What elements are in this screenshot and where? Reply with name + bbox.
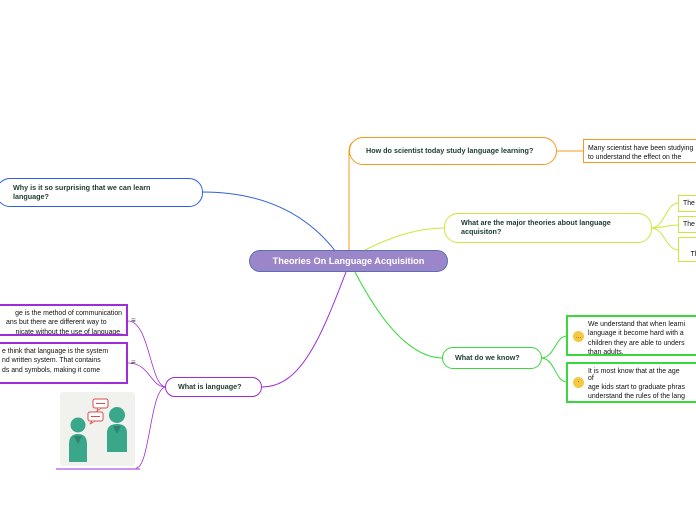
- connector-theories: [364, 227, 446, 251]
- connector-know-2: [540, 357, 568, 383]
- theories-child-label: The the: [683, 251, 696, 261]
- topic-study[interactable]: How do scientist today study language le…: [349, 137, 557, 165]
- connector-know-1: [540, 335, 568, 359]
- theories-child-label: The: [683, 221, 695, 228]
- language-note-2[interactable]: e think that language is the system nd w…: [0, 342, 128, 384]
- connector-language-note2: [127, 362, 167, 388]
- connector-language-image: [135, 386, 167, 469]
- language-note-line: ans but there are different way to: [6, 319, 107, 327]
- topic-know[interactable]: What do we know?: [442, 347, 542, 369]
- know-child-line: than adults.: [588, 348, 624, 356]
- theories-child-3[interactable]: The the: [678, 237, 696, 262]
- know-child-line: children they are able to unders: [588, 339, 685, 347]
- know-child-line: We understand that when learni: [588, 321, 686, 328]
- theories-child-2[interactable]: The: [678, 216, 696, 233]
- thinking-face-icon: …: [573, 331, 584, 342]
- language-note-line: ge is the method of communication: [15, 310, 122, 317]
- study-note-line: to understand the effect on the: [588, 154, 682, 162]
- topic-theories-label: What are the major theories about langua…: [461, 218, 611, 236]
- topic-surprising[interactable]: Why is it so surprising that we can lear…: [0, 178, 203, 207]
- connector-theories-2: [650, 224, 680, 229]
- know-child-line: understand the rules of the lang: [588, 392, 685, 400]
- study-note-line: Many scientist have been studying: [588, 145, 694, 152]
- topic-know-label: What do we know?: [455, 352, 520, 362]
- language-note-line: e think that language is the system: [2, 348, 109, 355]
- language-note-line: nd written system. That contains: [2, 357, 101, 365]
- topic-theories[interactable]: What are the major theories about langua…: [444, 213, 652, 243]
- topic-language-label: What is language?: [178, 381, 242, 391]
- know-child-line: of: [588, 375, 594, 383]
- connector-theories-3: [650, 227, 680, 251]
- study-note[interactable]: Many scientist have been studying to und…: [583, 139, 696, 163]
- topic-surprising-label: Why is it so surprising that we can lear…: [13, 182, 151, 201]
- know-child-line: age kids start to graduate phras: [588, 383, 685, 391]
- two-people-talking-icon: [60, 392, 135, 466]
- theories-child-label: The: [683, 200, 695, 207]
- connector-know: [354, 271, 444, 359]
- connector-language-note1: [127, 320, 167, 388]
- connector-surprising: [201, 191, 337, 253]
- note-menu-icon[interactable]: ≡: [131, 316, 136, 325]
- topic-study-label: How do scientist today study language le…: [366, 145, 534, 155]
- central-topic-label: Theories On Language Acquisition: [272, 256, 425, 266]
- note-menu-icon[interactable]: ≡: [131, 358, 136, 367]
- central-topic[interactable]: Theories On Language Acquisition: [249, 250, 448, 272]
- smiling-face-icon: ‧: [573, 377, 584, 388]
- language-note-line: nicate without the use of language.: [15, 328, 123, 336]
- connector-language: [261, 271, 347, 388]
- know-child-2[interactable]: It is most know that at the age of age k…: [566, 362, 696, 403]
- connector-theories-1: [650, 202, 680, 229]
- know-child-line: It is most know that at the age: [588, 368, 680, 375]
- language-note-1[interactable]: ge is the method of communication ans bu…: [0, 304, 128, 336]
- language-note-line: ds and symbols, making it come: [2, 366, 101, 374]
- theories-child-1[interactable]: The: [678, 195, 696, 212]
- topic-language[interactable]: What is language?: [165, 377, 262, 397]
- know-child-line: language it become hard with a: [588, 330, 684, 338]
- know-child-1[interactable]: We understand that when learni language …: [566, 315, 696, 356]
